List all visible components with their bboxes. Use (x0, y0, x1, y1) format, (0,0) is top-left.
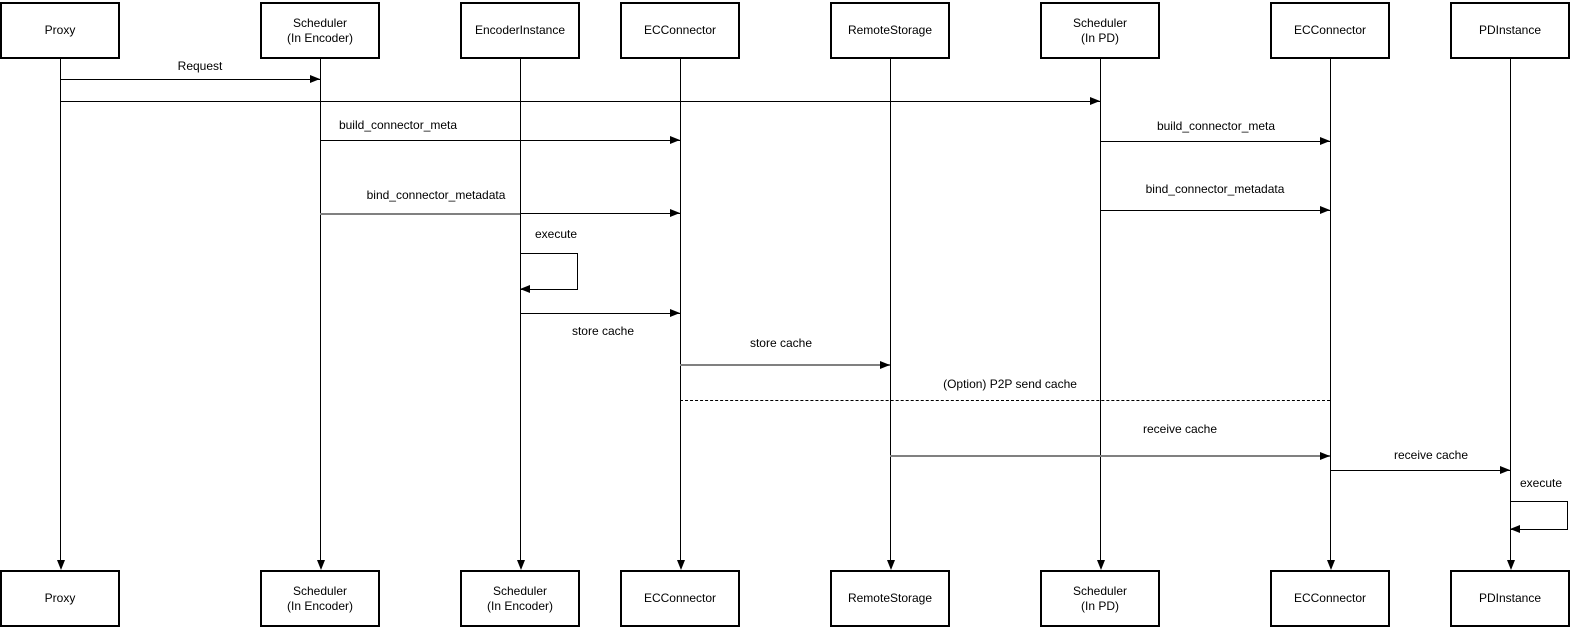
message-label-receive-cache-from-remote: receive cache (1140, 422, 1220, 436)
lifeline-remote-storage (890, 59, 891, 560)
self-call-execute-pd (1510, 501, 1568, 530)
message-bind-connector-metadata-encoder (520, 213, 680, 214)
lifeline-pd-instance (1510, 59, 1511, 560)
lifeline-arrowhead-ec-connector-2 (1327, 560, 1335, 570)
message-arrowhead-bind-connector-metadata-encoder (670, 209, 680, 217)
message-label-store-cache-to-remote: store cache (747, 336, 815, 350)
actor-top-remote-storage: RemoteStorage (830, 2, 950, 59)
message-label-store-cache-to-connector: store cache (569, 324, 637, 338)
message-label-bind-connector-metadata-pd: bind_connector_metadata (1143, 182, 1287, 196)
actor-top-pd-instance: PDInstance (1450, 2, 1570, 59)
message-arrowhead-receive-cache-to-pd (1500, 466, 1510, 474)
actor-bottom-pd-instance: PDInstance (1450, 570, 1570, 627)
self-call-arrowhead-execute-pd (1510, 525, 1520, 533)
actor-bottom-encoder-instance: Scheduler (In Encoder) (460, 570, 580, 627)
actor-top-encoder-instance: EncoderInstance (460, 2, 580, 59)
message-arrowhead-build-connector-meta-pd (1320, 137, 1330, 145)
message-p2p-send-cache (680, 400, 1330, 401)
lifeline-arrowhead-proxy (57, 560, 65, 570)
message-forward-request (60, 101, 1100, 102)
message-request (60, 79, 320, 80)
lifeline-arrowhead-scheduler-in-pd (1097, 560, 1105, 570)
message-bind-connector-metadata-pd (1100, 210, 1330, 211)
actor-top-scheduler-in-encoder: Scheduler (In Encoder) (260, 2, 380, 59)
actor-bottom-scheduler-in-pd: Scheduler (In PD) (1040, 570, 1160, 627)
lifeline-arrowhead-remote-storage (887, 560, 895, 570)
message-arrowhead-store-cache-to-remote (880, 361, 890, 369)
self-call-execute-encoder (520, 253, 578, 290)
actor-top-ec-connector-2: ECConnector (1270, 2, 1390, 59)
message-arrowhead-bind-connector-metadata-pd (1320, 206, 1330, 214)
message-label-build-connector-meta-pd: build_connector_meta (1154, 119, 1278, 133)
message-label-build-connector-meta-encoder: build_connector_meta (336, 118, 460, 132)
actor-bottom-ec-connector-1: ECConnector (620, 570, 740, 627)
actor-bottom-scheduler-in-encoder: Scheduler (In Encoder) (260, 570, 380, 627)
message-label-p2p-send-cache: (Option) P2P send cache (941, 377, 1079, 391)
lifeline-arrowhead-ec-connector-1 (677, 560, 685, 570)
self-call-label-execute-pd: execute (1517, 476, 1565, 490)
message-build-connector-meta-pd (1100, 141, 1330, 142)
message-bind-connector-metadata-enc-left (320, 213, 520, 215)
message-arrowhead-receive-cache-from-remote (1320, 452, 1330, 460)
message-store-cache-to-remote (680, 364, 890, 366)
message-arrowhead-request (310, 75, 320, 83)
message-label-bind-connector-metadata-encoder: bind_connector_metadata (364, 188, 508, 202)
message-store-cache-to-connector (520, 313, 680, 314)
lifeline-arrowhead-scheduler-in-encoder (317, 560, 325, 570)
self-call-arrowhead-execute-encoder (520, 285, 530, 293)
lifeline-arrowhead-pd-instance (1507, 560, 1515, 570)
lifeline-arrowhead-encoder-instance (517, 560, 525, 570)
message-receive-cache-to-pd (1330, 470, 1510, 471)
actor-bottom-ec-connector-2: ECConnector (1270, 570, 1390, 627)
lifeline-ec-connector-2 (1330, 59, 1331, 560)
message-label-request: Request (175, 59, 225, 73)
actor-top-ec-connector-1: ECConnector (620, 2, 740, 59)
lifeline-encoder-instance (520, 59, 521, 560)
lifeline-scheduler-in-pd (1100, 59, 1101, 560)
actor-top-scheduler-in-pd: Scheduler (In PD) (1040, 2, 1160, 59)
actor-bottom-remote-storage: RemoteStorage (830, 570, 950, 627)
message-receive-cache-from-remote (890, 455, 1330, 457)
lifeline-proxy (60, 59, 61, 560)
message-arrowhead-store-cache-to-connector (670, 309, 680, 317)
self-call-label-execute-encoder: execute (532, 227, 580, 241)
message-build-connector-meta-encoder (320, 140, 680, 141)
lifeline-scheduler-in-encoder (320, 59, 321, 560)
lifeline-ec-connector-1 (680, 59, 681, 560)
message-arrowhead-forward-request (1090, 97, 1100, 105)
message-arrowhead-build-connector-meta-encoder (670, 136, 680, 144)
actor-bottom-proxy: Proxy (0, 570, 120, 627)
actor-top-proxy: Proxy (0, 2, 120, 59)
message-label-receive-cache-to-pd: receive cache (1391, 448, 1471, 462)
